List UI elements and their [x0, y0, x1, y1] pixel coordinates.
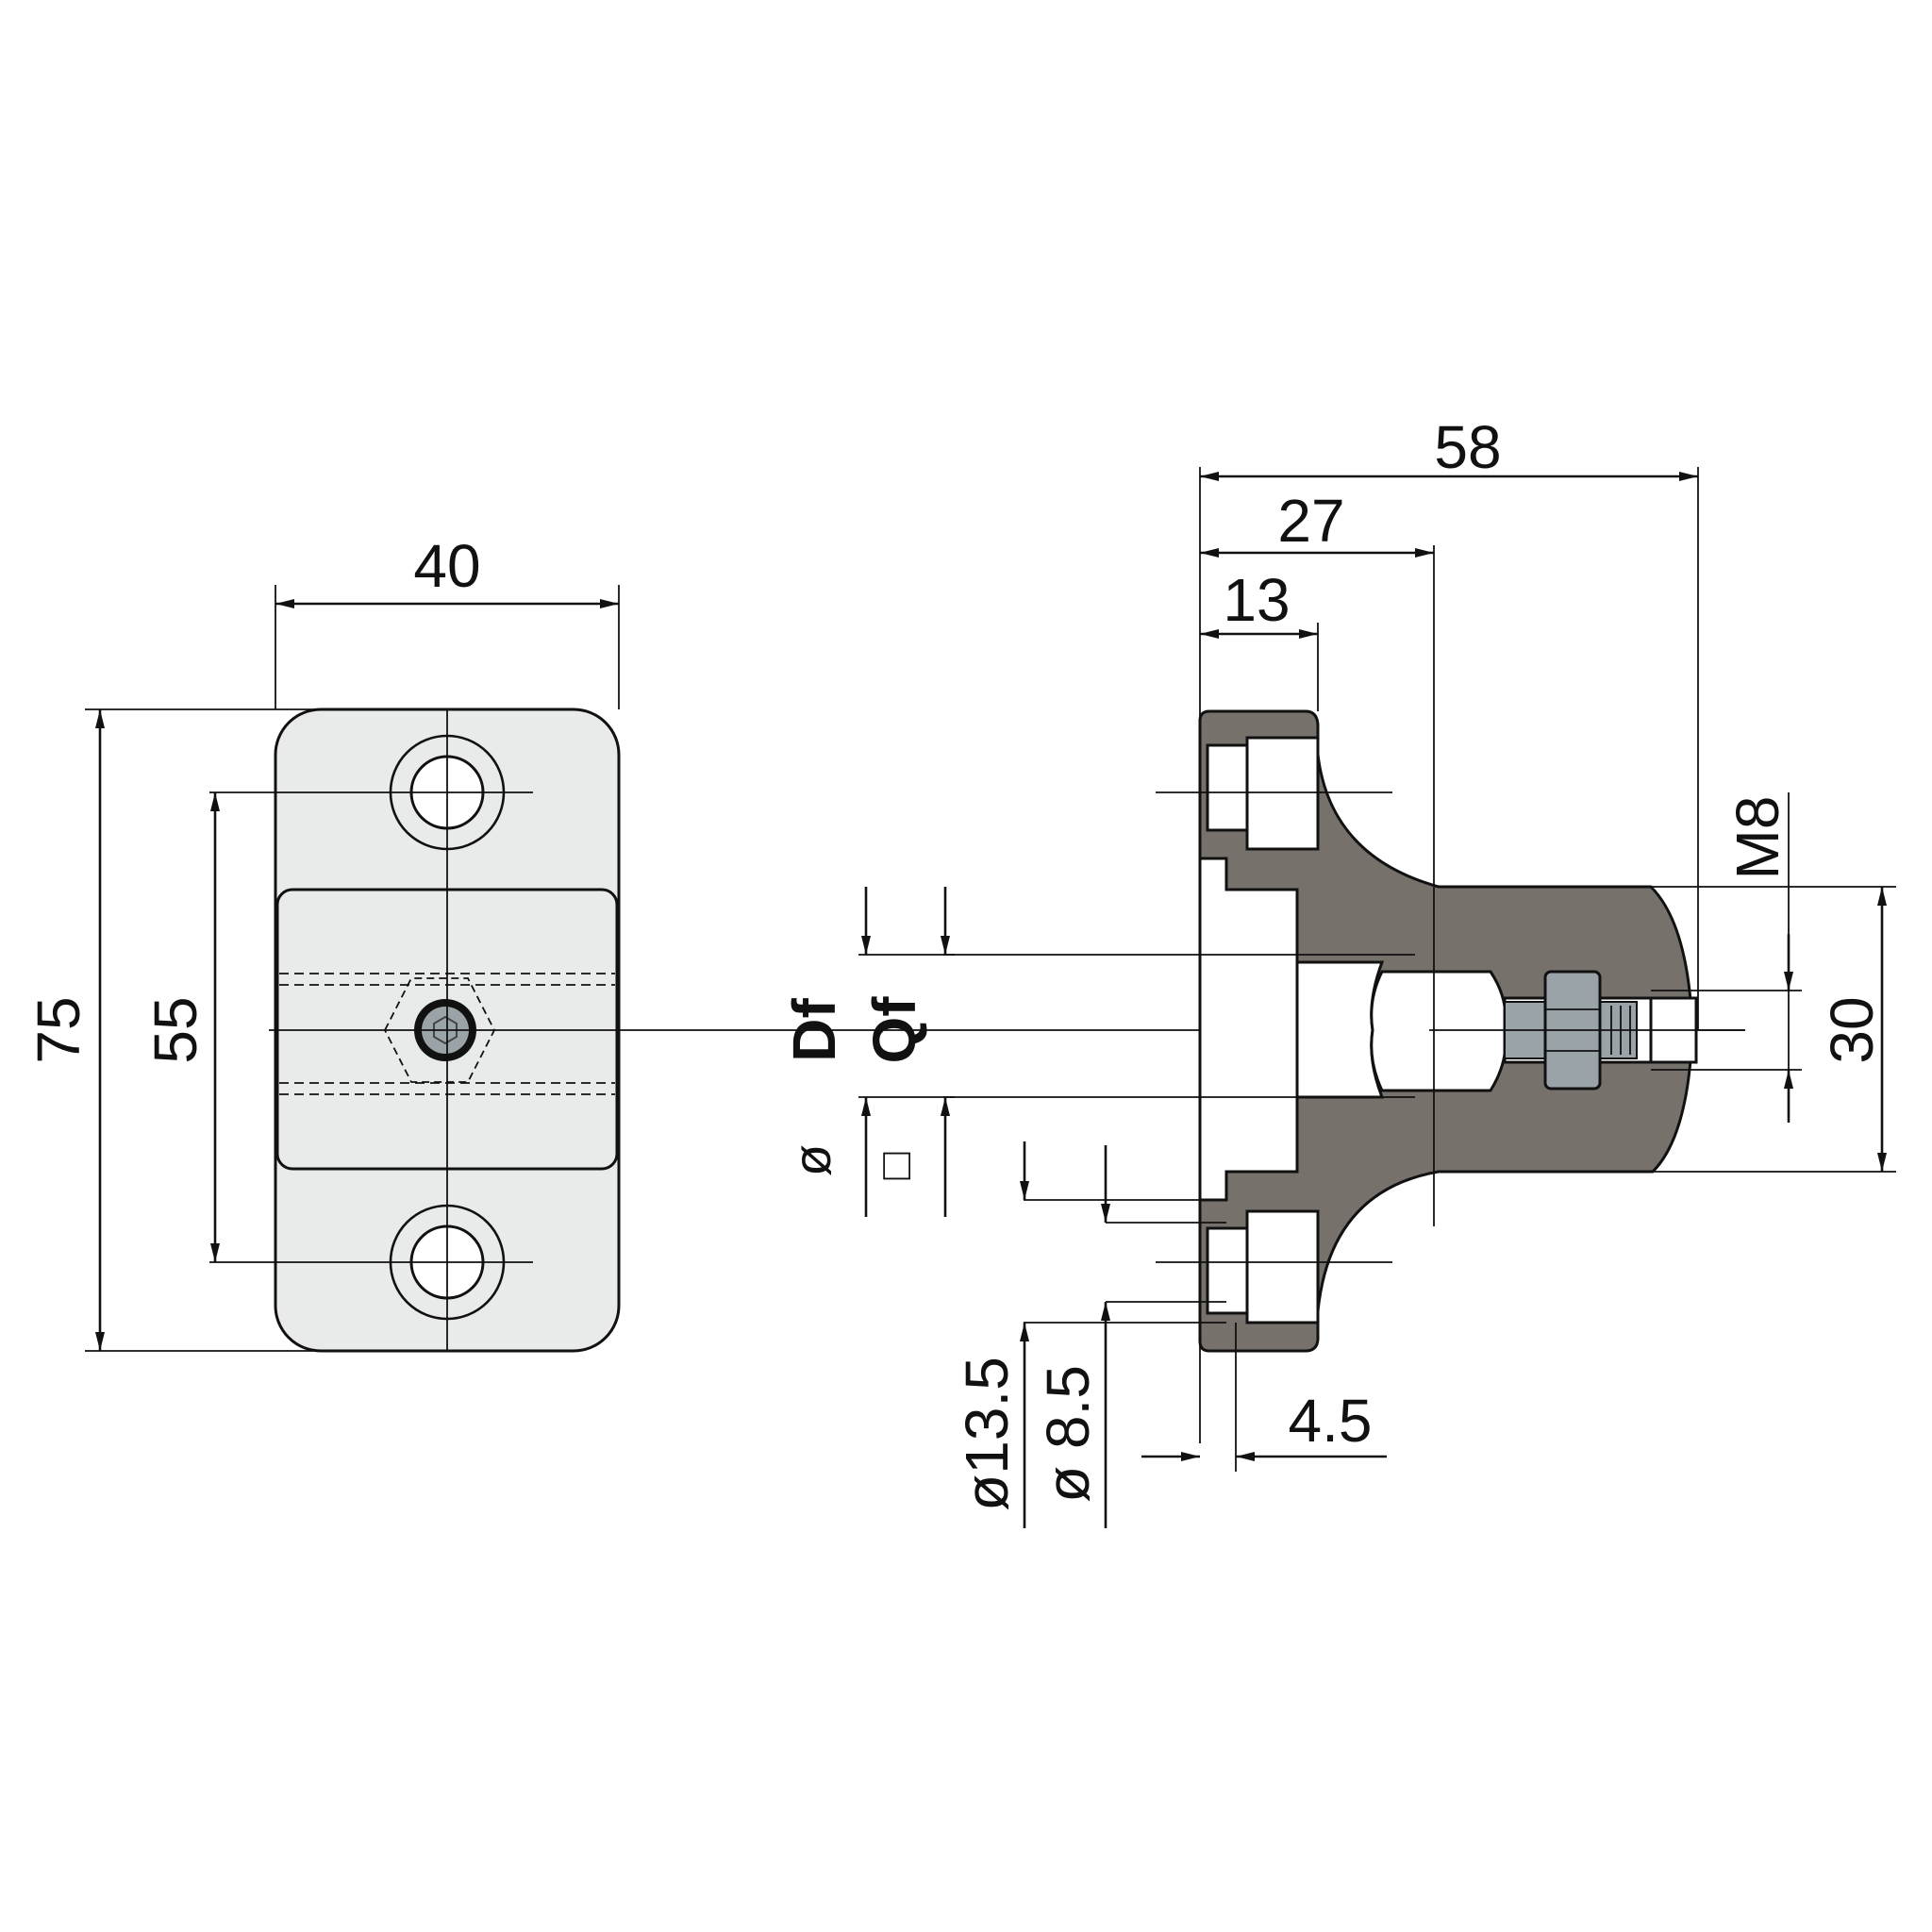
dim-counterbore-depth-4-5: 4.5: [1289, 1387, 1373, 1455]
dim-overall-58: 58: [1434, 413, 1501, 481]
dim-flange-13: 13: [1223, 566, 1290, 634]
dim-bore-df: Df: [780, 998, 848, 1062]
dim-hub-height-30: 30: [1818, 996, 1886, 1063]
dim-width-40: 40: [413, 532, 480, 600]
dim-counterbore-dia-13-5: ø13.5: [953, 1357, 1021, 1511]
dim-square-qf-symbol: □: [871, 1153, 921, 1180]
counterbore-bottom: [1206, 1226, 1249, 1315]
dim-neck-27: 27: [1277, 487, 1344, 555]
dim-hole-spacing-55: 55: [142, 996, 209, 1063]
dim-bore-df-symbol: ø: [782, 1144, 841, 1176]
bore-cavity: [1295, 960, 1385, 1099]
front-view: 40 75 55: [25, 532, 1745, 1353]
counterbore-top: [1206, 743, 1249, 832]
dim-height-75: 75: [25, 996, 92, 1063]
dim-thread-m8: M8: [1724, 796, 1791, 880]
side-view: 58 27 13 4.5 30 M8 Df: [780, 413, 1896, 1528]
dim-square-qf: Qf: [860, 996, 928, 1064]
dim-hole-dia-8-5: ø 8.5: [1034, 1365, 1102, 1503]
